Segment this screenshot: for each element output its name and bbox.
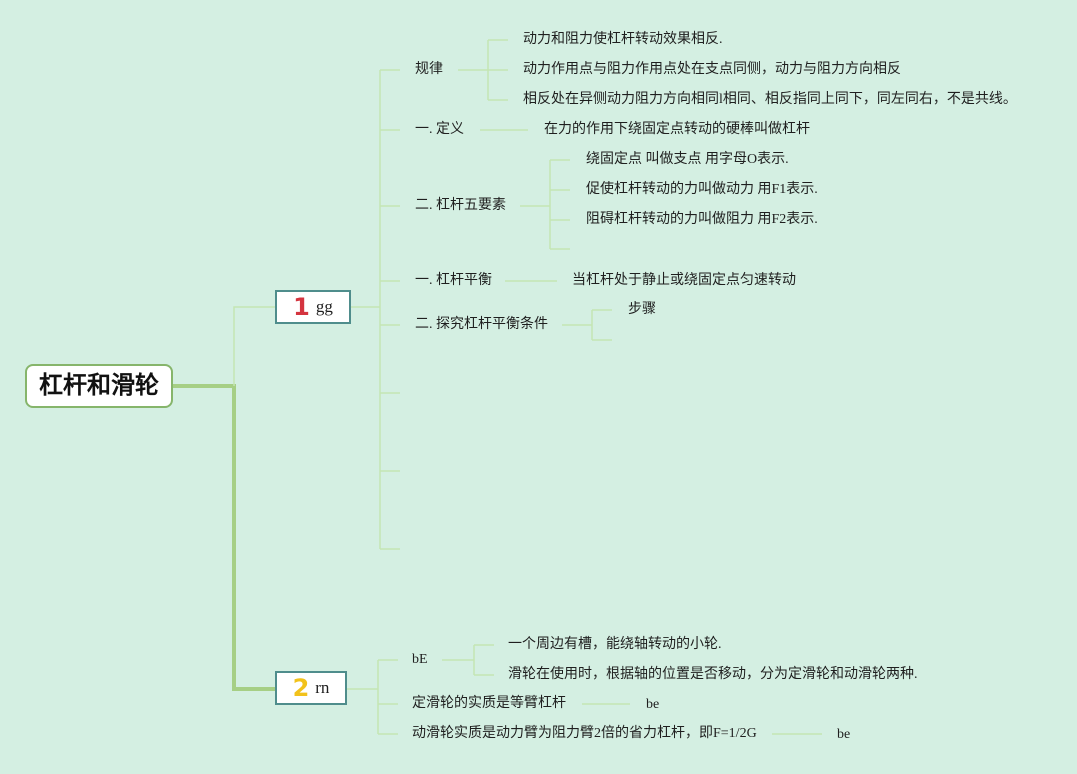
topic-movable-pulley[interactable]: 动滑轮实质是动力臂为阻力臂2倍的省力杠杆，即F=1/2G <box>412 726 757 741</box>
topic-balance[interactable]: 一. 杠杆平衡 <box>415 273 492 288</box>
explore-item-steps[interactable]: 步骤 <box>628 302 656 317</box>
branch-number-2: 2 <box>292 674 310 702</box>
branch-label-2: rn <box>315 678 330 697</box>
definition-item[interactable]: 在力的作用下绕固定点转动的硬棒叫做杠杆 <box>544 122 810 137</box>
rule-item-1[interactable]: 动力和阻力使杠杆转动效果相反. <box>523 32 723 47</box>
topic-fixed-pulley[interactable]: 定滑轮的实质是等臂杠杆 <box>412 696 566 711</box>
pulley-item-1[interactable]: 一个周边有槽，能绕轴转动的小轮. <box>508 637 722 652</box>
root-node[interactable]: 杠杆和滑轮 <box>25 364 173 408</box>
branch-label-1: gg <box>315 297 333 316</box>
element-item-3[interactable]: 阻碍杠杆转动的力叫做阻力 用F2表示. <box>586 212 818 227</box>
topic-definition[interactable]: 一. 定义 <box>415 122 464 137</box>
rule-item-3[interactable]: 相反处在异侧动力阻力方向相同l相同、相反指同上同下，同左同右，不是共线。 <box>523 92 1017 107</box>
rule-item-2[interactable]: 动力作用点与阻力作用点处在支点同侧，动力与阻力方向相反 <box>523 62 901 77</box>
branch-number-1: 1 <box>293 293 310 321</box>
topic-explore-balance[interactable]: 二. 探究杠杆平衡条件 <box>415 317 548 332</box>
branch-node-2[interactable]: 2 rn <box>275 671 347 705</box>
movable-pulley-item[interactable]: be <box>837 727 851 742</box>
topic-be[interactable]: bE <box>412 652 428 667</box>
topic-rule[interactable]: 规律 <box>415 62 443 77</box>
element-item-2[interactable]: 促使杠杆转动的力叫做动力 用F1表示. <box>586 182 818 197</box>
pulley-item-2[interactable]: 滑轮在使用时，根据轴的位置是否移动，分为定滑轮和动滑轮两种. <box>508 667 918 682</box>
topic-five-elements[interactable]: 二. 杠杆五要素 <box>415 198 506 213</box>
element-item-1[interactable]: 绕固定点 叫做支点 用字母O表示. <box>586 152 789 167</box>
balance-item[interactable]: 当杠杆处于静止或绕固定点匀速转动 <box>572 273 796 288</box>
branch-node-1[interactable]: 1 gg <box>275 290 351 324</box>
fixed-pulley-item[interactable]: be <box>646 697 660 712</box>
